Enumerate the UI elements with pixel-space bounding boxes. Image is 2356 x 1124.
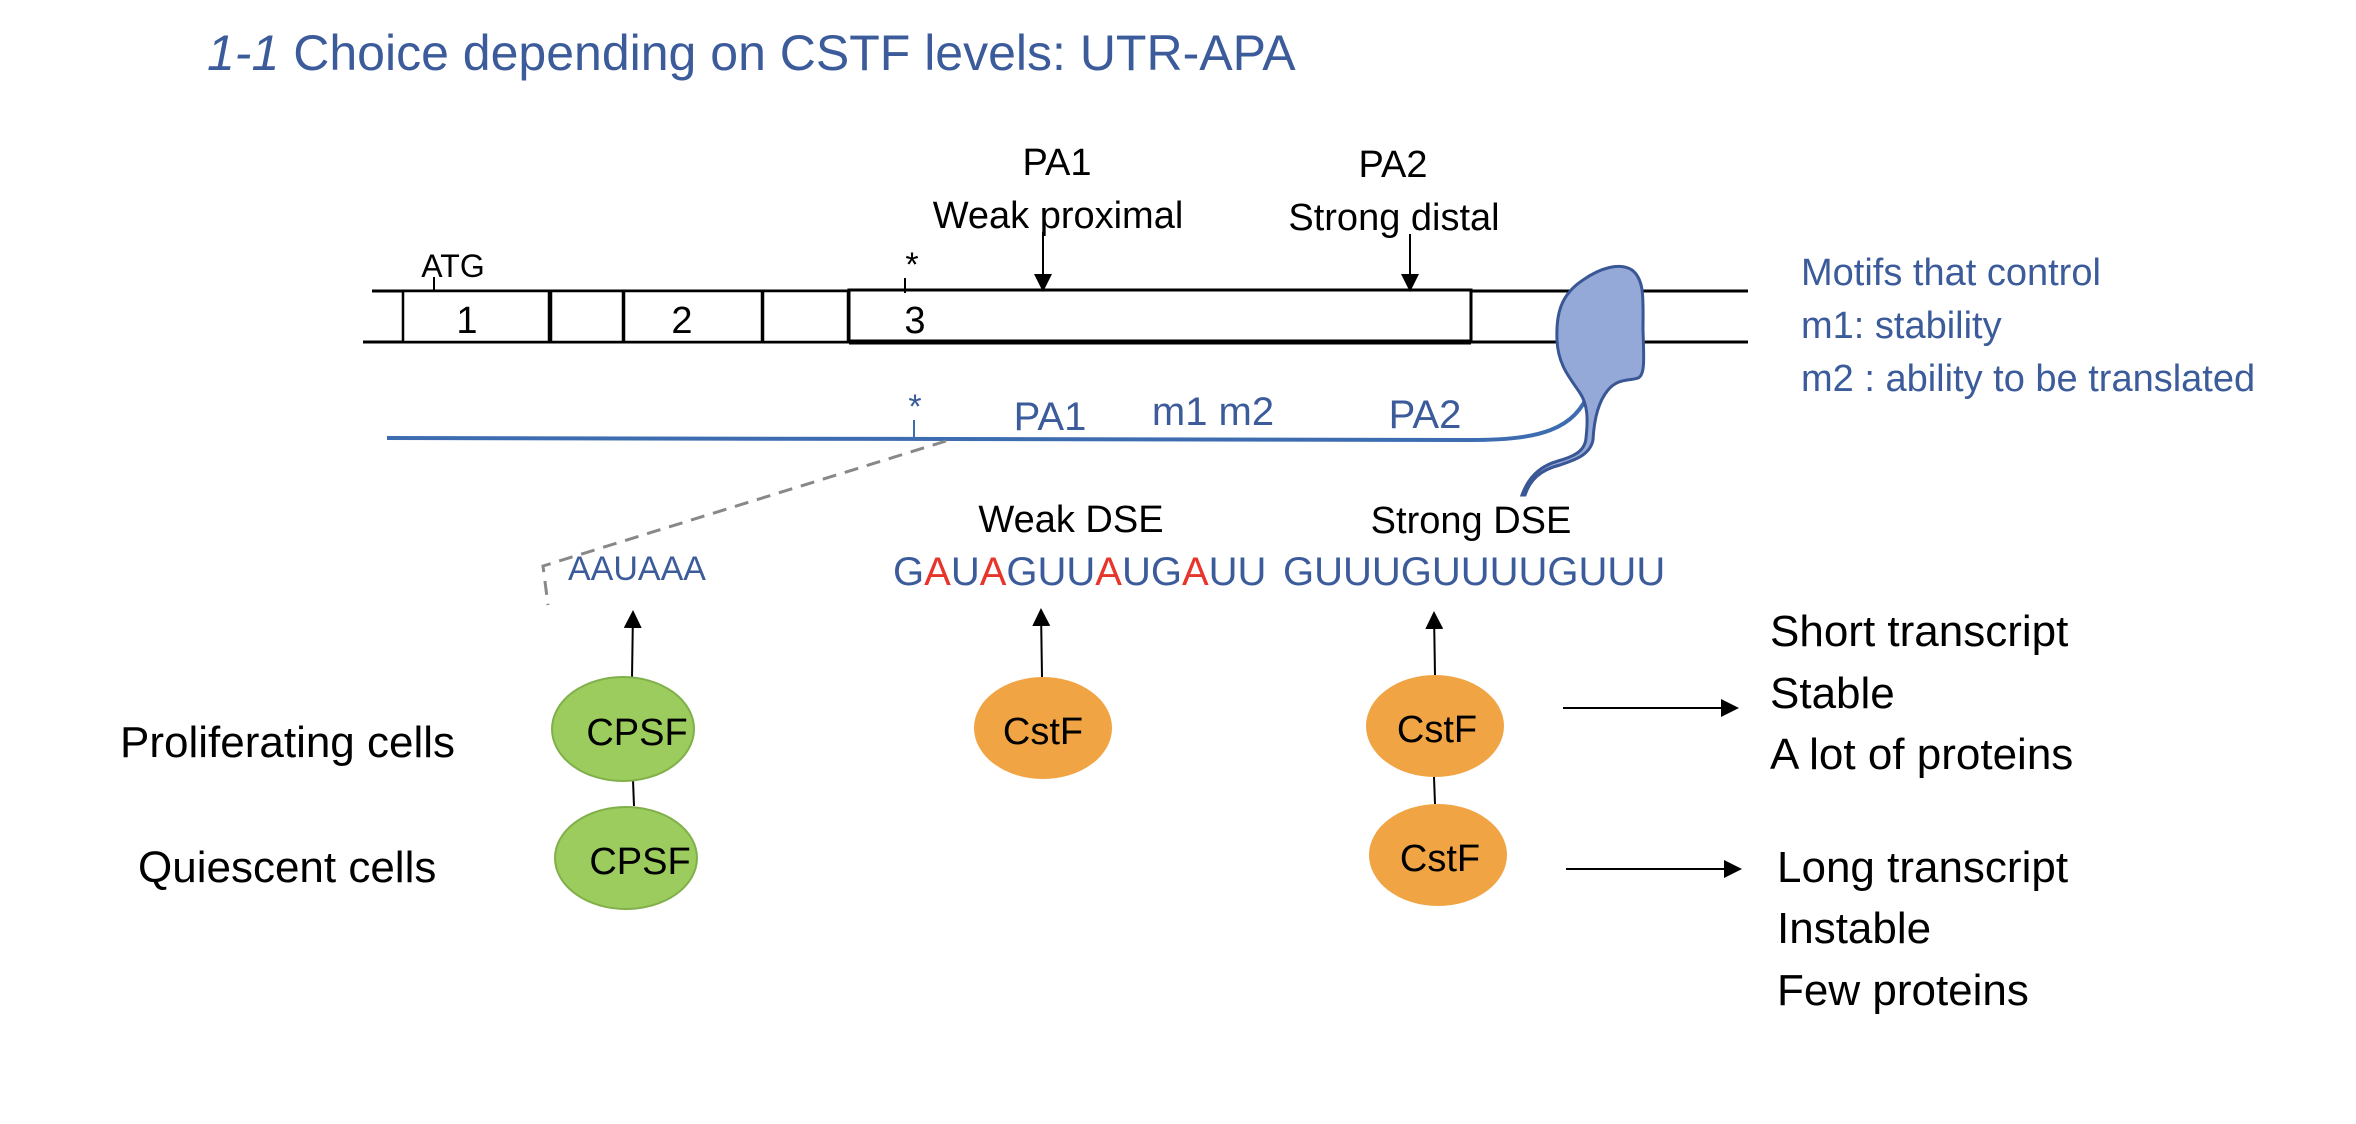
weak-cstf-binding-arrow bbox=[1032, 608, 1051, 678]
motifs-heading: Motifs that control bbox=[1801, 252, 2101, 294]
outcome-line: Stable bbox=[1770, 669, 1895, 718]
mrna-pa2-label: PA2 bbox=[1389, 393, 1462, 437]
cstf-strong-quiescent: CstF bbox=[1369, 804, 1507, 906]
motifs-note: Motifs that control m1: stability m2 : a… bbox=[1801, 252, 2255, 400]
cpsf-label: CPSF bbox=[589, 841, 690, 883]
outcome-line: Instable bbox=[1777, 904, 1931, 953]
condition-quiescent: Quiescent cells bbox=[138, 843, 436, 892]
exon-3 bbox=[847, 288, 1473, 343]
title-text: Choice depending on CSTF levels: UTR-APA bbox=[293, 25, 1296, 81]
pa2-description: Strong distal bbox=[1288, 197, 1499, 239]
mrna-motifs-label: m1 m2 bbox=[1152, 390, 1274, 434]
weak-dse-sequence: GAUAGUUAUGAUU bbox=[893, 550, 1266, 594]
outcome-line: Long transcript bbox=[1777, 843, 2068, 892]
ribosome-icon bbox=[1519, 264, 1646, 497]
condition-proliferating: Proliferating cells bbox=[120, 718, 455, 767]
intron-1 bbox=[549, 289, 625, 344]
cstf-weak: CstF bbox=[974, 677, 1112, 779]
cpsf-proliferating: CPSF bbox=[551, 676, 695, 782]
atg-label: ATG bbox=[421, 248, 484, 284]
exon-1 bbox=[401, 289, 551, 344]
outcome-line: Short transcript bbox=[1770, 607, 2068, 656]
cstf-label: CstF bbox=[1003, 711, 1083, 753]
cstf-label: CstF bbox=[1397, 709, 1477, 751]
intron-2 bbox=[761, 289, 850, 344]
mrna: * PA1 m1 m2 PA2 bbox=[386, 388, 1592, 443]
pa1-description: Weak proximal bbox=[933, 195, 1184, 237]
gene-structure: 1 2 3 ATG * PA1 Weak proximal PA2 Strong… bbox=[363, 142, 1748, 345]
proliferating-outcome: Short transcript Stable A lot of protein… bbox=[1770, 607, 2073, 779]
exon-1-label: 1 bbox=[456, 300, 477, 342]
cstf-strong-proliferating: CstF bbox=[1366, 675, 1504, 777]
motif-m1: m1: stability bbox=[1801, 305, 2002, 347]
cpsf-quiescent: CPSF bbox=[554, 806, 698, 910]
motif-m2: m2 : ability to be translated bbox=[1801, 358, 2255, 400]
pas-sequence: AAUAAA bbox=[568, 550, 706, 588]
strong-dse-label: Strong DSE bbox=[1371, 500, 1572, 542]
pas-leader-line bbox=[541, 439, 947, 606]
cstf-label: CstF bbox=[1400, 838, 1480, 880]
pa2-label: PA2 bbox=[1358, 144, 1427, 186]
cpsf-binding-arrow bbox=[623, 610, 642, 679]
mrna-line bbox=[386, 389, 1592, 443]
strong-dse-sequence: GUUUGUUUUGUUU bbox=[1283, 550, 1665, 594]
outcome-line: A lot of proteins bbox=[1770, 730, 2073, 779]
title-number: 1-1 bbox=[207, 25, 279, 81]
mrna-stop-marker: * bbox=[908, 388, 921, 426]
exon-3-label: 3 bbox=[904, 300, 925, 342]
outcome-line: Few proteins bbox=[1777, 966, 2029, 1015]
cpsf-label: CPSF bbox=[586, 712, 687, 754]
quiescent-outcome: Long transcript Instable Few proteins bbox=[1777, 843, 2068, 1015]
stop-codon-marker: * bbox=[905, 246, 918, 284]
mrna-pa1-label: PA1 bbox=[1014, 395, 1087, 439]
strong-cstf-binding-arrow bbox=[1425, 611, 1444, 676]
exon-2-label: 2 bbox=[671, 300, 692, 342]
weak-dse-label: Weak DSE bbox=[978, 499, 1163, 541]
pa1-label: PA1 bbox=[1022, 142, 1091, 184]
exon-2 bbox=[622, 289, 764, 344]
